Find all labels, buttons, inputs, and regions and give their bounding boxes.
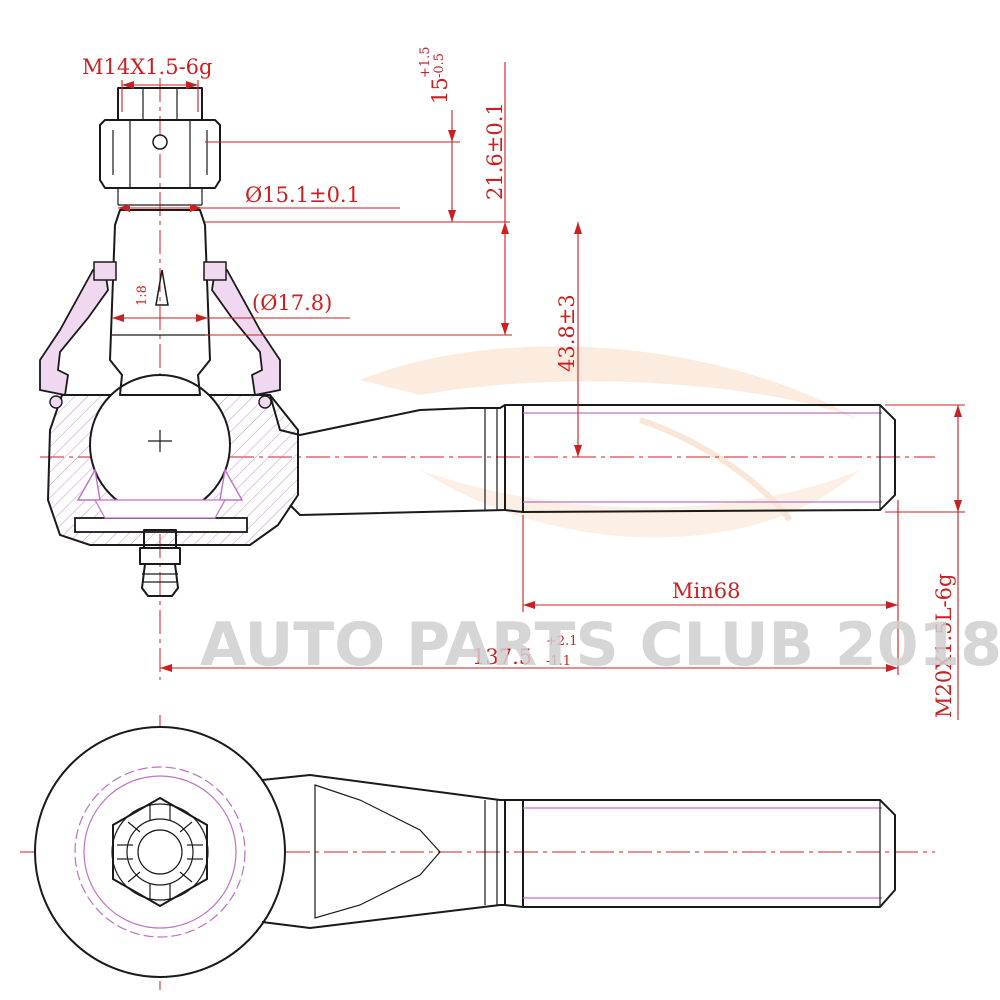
castle-nut — [99, 87, 221, 206]
plan-view — [20, 715, 935, 990]
height-1-label: 43.8±3 — [555, 294, 579, 372]
total-length-label: 137.5 — [472, 645, 532, 669]
top-view: M14X1.5-6g 15 +1.5 -0.5 21.6±0.1 Ø15.1±0… — [39, 46, 965, 720]
total-length-tol-lower: -1.1 — [546, 654, 571, 669]
length-2-label: 21.6±0.1 — [483, 102, 507, 200]
min-length-label: Min68 — [672, 579, 740, 603]
arm-plan — [261, 774, 506, 929]
stud-taper — [109, 209, 211, 396]
diameter-1-label: Ø15.1±0.1 — [245, 183, 360, 207]
threaded-rod-plan — [504, 799, 896, 908]
thread-top-label: M14X1.5-6g — [82, 55, 212, 79]
taper-arrow — [155, 269, 169, 306]
watermark-swoosh-graphic — [360, 346, 860, 538]
cotter-pin-hole — [152, 134, 168, 150]
castle-nut-plan — [111, 796, 209, 908]
taper-label: 1:8 — [135, 285, 150, 306]
thread-top-length-tol-lower: -0.5 — [432, 53, 447, 78]
thread-top-length-tol-upper: +1.5 — [418, 46, 433, 78]
thread-side-label: M20X1.5L-6g — [932, 574, 956, 718]
total-length-tol-upper: +2.1 — [546, 634, 578, 649]
dust-boot — [39, 269, 109, 397]
grease-nipple — [139, 529, 181, 597]
watermark-text: AUTO PARTS CLUB 2018 — [200, 610, 1000, 680]
diameter-2-label: (Ø17.8) — [252, 291, 332, 315]
thread-top-length-base: 15 — [428, 77, 452, 104]
bearing-seat — [76, 467, 101, 501]
threaded-rod — [504, 404, 896, 513]
